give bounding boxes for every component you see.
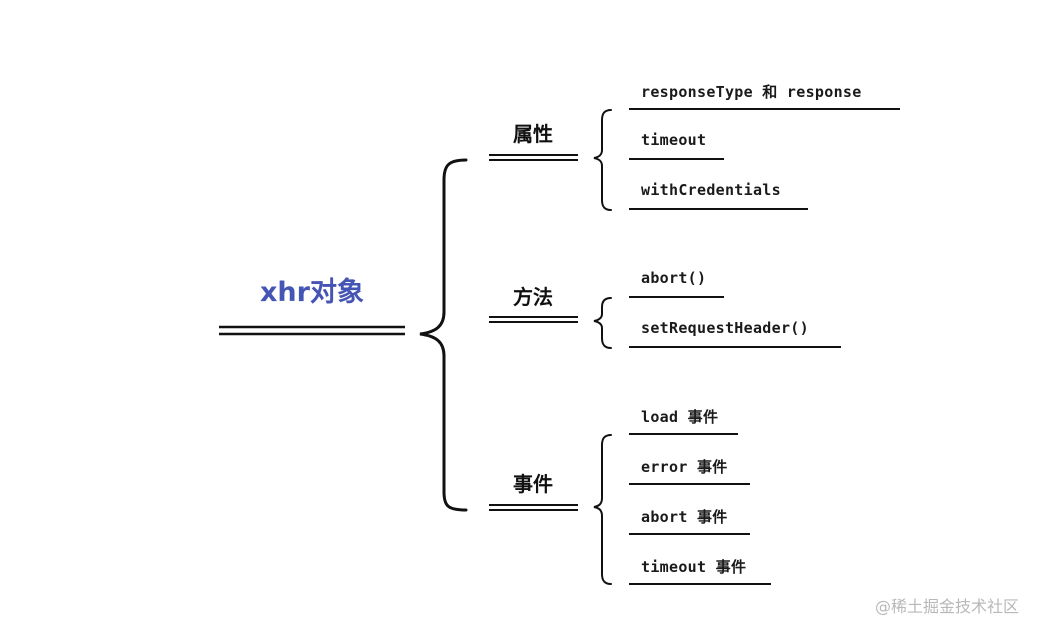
leaf-property-response-type: responseType 和 response [641, 83, 862, 101]
branch-brace-1 [593, 297, 612, 349]
watermark: @稀土掘金技术社区 [874, 597, 1019, 616]
leaf-method-abort: abort() [641, 269, 707, 287]
leaf-event-timeout: timeout 事件 [641, 558, 747, 576]
leaf-property-with-credentials: withCredentials [641, 181, 781, 199]
leaf-event-error: error 事件 [641, 458, 728, 476]
branch-label-properties: 属性 [513, 122, 553, 146]
main-brace [419, 158, 468, 512]
branch-brace-2 [593, 434, 612, 585]
root-node-label: xhr对象 [260, 277, 364, 308]
leaf-event-abort: abort 事件 [641, 508, 728, 526]
branch-brace-0 [593, 109, 612, 211]
branch-label-events: 事件 [513, 472, 553, 496]
branch-label-methods: 方法 [513, 285, 553, 309]
leaf-method-set-request-header: setRequestHeader() [641, 319, 809, 337]
leaf-property-timeout: timeout [641, 131, 707, 149]
leaf-event-load: load 事件 [641, 408, 719, 426]
